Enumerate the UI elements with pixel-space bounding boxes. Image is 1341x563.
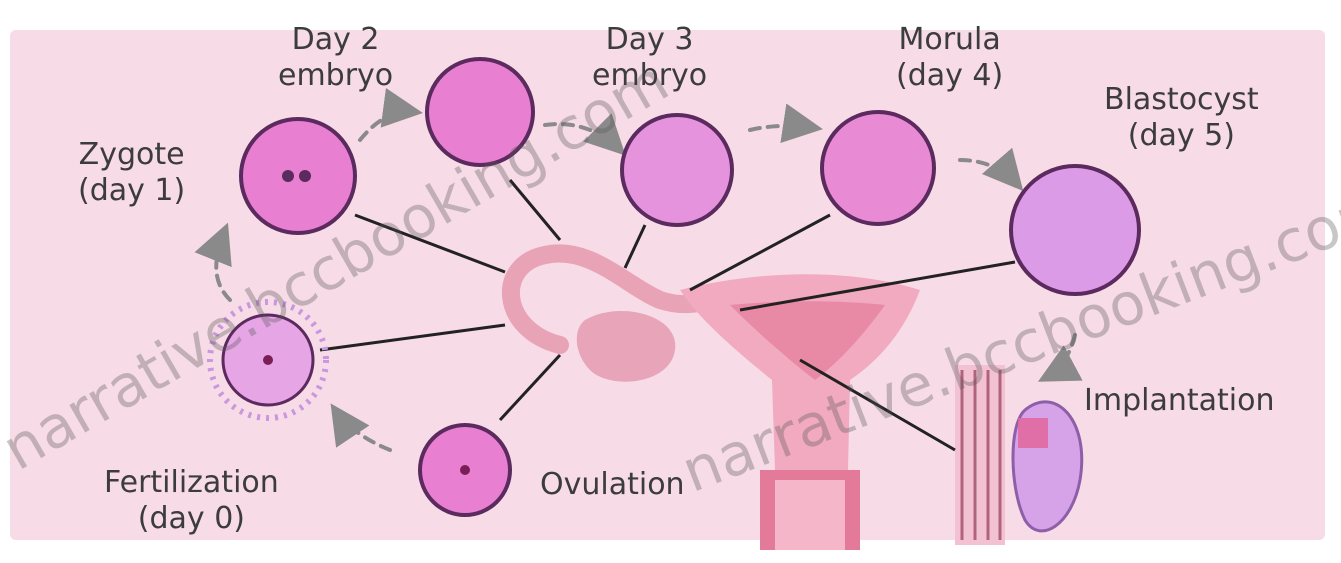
morula-label-line1: Morula [898, 22, 1001, 57]
ovulation-cell [418, 423, 512, 517]
zygote-label-line2: (day 1) [78, 173, 186, 208]
fertilization-cell [207, 299, 329, 421]
zygote-label-line1: Zygote [78, 137, 185, 172]
uterus-cavity [730, 301, 885, 380]
implantation-label: Implantation [1084, 383, 1275, 418]
pointer-lines [319, 179, 1016, 452]
day2-label-line2: embryo [278, 58, 394, 93]
ovulation-label: Ovulation [540, 467, 685, 502]
day3-label-line2: embryo [592, 58, 708, 93]
day3-embryo-cell [620, 113, 734, 227]
ovary [576, 311, 676, 382]
fertilization-label-line1: Fertilization [104, 465, 279, 500]
morula-cell [820, 110, 936, 226]
blastocyst-cell [1009, 164, 1141, 296]
endometrium-wall [955, 365, 1005, 545]
morula-label-line2: (day 4) [896, 58, 1004, 93]
sequence-arrows [194, 87, 1083, 452]
blastocyst-label: Blastocyst (day 5) [1104, 82, 1259, 154]
fertilization-label-line2: (day 0) [137, 501, 245, 536]
implanted-embryo [1011, 400, 1084, 533]
uterus-illustration [502, 244, 920, 550]
blastocyst-label-line1: Blastocyst [1104, 82, 1259, 117]
morula-label: Morula (day 4) [896, 22, 1003, 94]
zygote-cell [239, 117, 357, 235]
day3-label-line1: Day 3 [605, 22, 694, 57]
day3-embryo-label: Day 3 embryo [592, 22, 707, 94]
fertilization-label: Fertilization (day 0) [104, 465, 279, 537]
zygote-label: Zygote (day 1) [78, 137, 185, 209]
day2-embryo-cell [425, 57, 535, 167]
day2-embryo-label: Day 2 embryo [278, 22, 393, 94]
day2-label-line1: Day 2 [291, 22, 380, 57]
blastocyst-label-line2: (day 5) [1127, 118, 1235, 153]
